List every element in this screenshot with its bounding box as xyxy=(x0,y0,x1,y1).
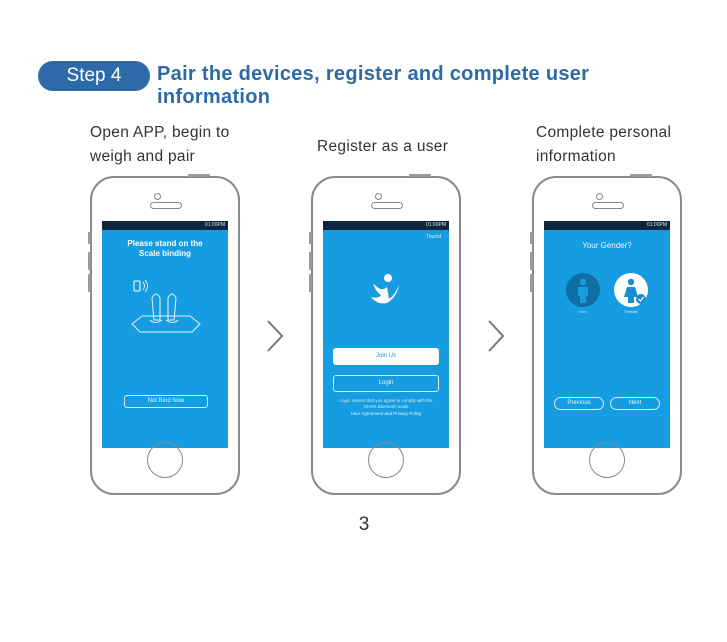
power-button xyxy=(188,174,210,177)
male-option[interactable] xyxy=(566,273,600,307)
earpiece-speaker xyxy=(150,202,182,209)
caption-register: Register as a user xyxy=(317,138,449,155)
chevron-right-icon xyxy=(488,320,505,352)
front-camera xyxy=(154,193,161,200)
page-title: Pair the devices, register and complete … xyxy=(157,63,590,108)
earpiece-speaker xyxy=(371,202,403,209)
mute-switch xyxy=(530,232,533,244)
earpiece-speaker xyxy=(592,202,624,209)
status-bar: 01:00PM xyxy=(544,221,670,230)
step-badge: Step 4 xyxy=(38,61,150,91)
phone-screen: 01:00PM Your Gender? Male Female Previou… xyxy=(544,221,670,448)
power-button xyxy=(630,174,652,177)
tourist-link[interactable]: Tourist xyxy=(426,234,441,240)
caption-pair: Open APP, begin to weigh and pair xyxy=(90,124,230,165)
mute-switch xyxy=(309,232,312,244)
phone-register: 01:00PM Tourist Join Us Login Login mean… xyxy=(309,174,461,495)
front-camera xyxy=(596,193,603,200)
male-icon xyxy=(578,278,588,303)
phone-pairing: 01:00PM Please stand on the Scale bindin… xyxy=(88,174,240,495)
phone-personal-info: 01:00PM Your Gender? Male Female Previou… xyxy=(530,174,682,495)
female-option[interactable] xyxy=(614,273,648,307)
chevron-right-icon xyxy=(267,320,284,352)
mute-switch xyxy=(88,232,91,244)
home-button[interactable] xyxy=(368,442,404,478)
gender-question: Your Gender? xyxy=(582,241,632,250)
volume-down-button xyxy=(530,274,533,292)
power-button xyxy=(409,174,431,177)
phone-screen: 01:00PM Tourist Join Us Login Login mean… xyxy=(323,221,449,448)
pairing-instruction: Please stand on the Scale binding xyxy=(127,239,203,258)
join-us-button[interactable]: Join Us xyxy=(333,348,439,365)
volume-up-button xyxy=(530,252,533,270)
app-logo-icon xyxy=(371,274,399,304)
page-number: 3 xyxy=(358,514,370,535)
female-icon xyxy=(624,278,646,304)
next-button[interactable]: Next xyxy=(610,397,660,410)
caption-personal-info: Complete personal information xyxy=(536,124,672,165)
volume-up-button xyxy=(88,252,91,270)
volume-up-button xyxy=(309,252,312,270)
agreement-note: Login means that you agree to comply wit… xyxy=(339,398,433,409)
status-bar: 01:00PM xyxy=(102,221,228,230)
status-bar: 01:00PM xyxy=(323,221,449,230)
female-label: Female xyxy=(624,309,638,314)
home-button[interactable] xyxy=(589,442,625,478)
volume-down-button xyxy=(309,274,312,292)
previous-button[interactable]: Previous xyxy=(554,397,604,410)
male-label: Male xyxy=(578,309,588,314)
front-camera xyxy=(375,193,382,200)
volume-down-button xyxy=(88,274,91,292)
agreement-link[interactable]: User Agreement and Privacy Policy xyxy=(350,411,422,416)
scale-feet-icon xyxy=(131,279,201,333)
home-button[interactable] xyxy=(147,442,183,478)
login-button[interactable]: Login xyxy=(333,375,439,392)
phone-screen: 01:00PM Please stand on the Scale bindin… xyxy=(102,221,228,448)
not-bind-now-button[interactable]: Not Bind Now xyxy=(124,395,208,408)
